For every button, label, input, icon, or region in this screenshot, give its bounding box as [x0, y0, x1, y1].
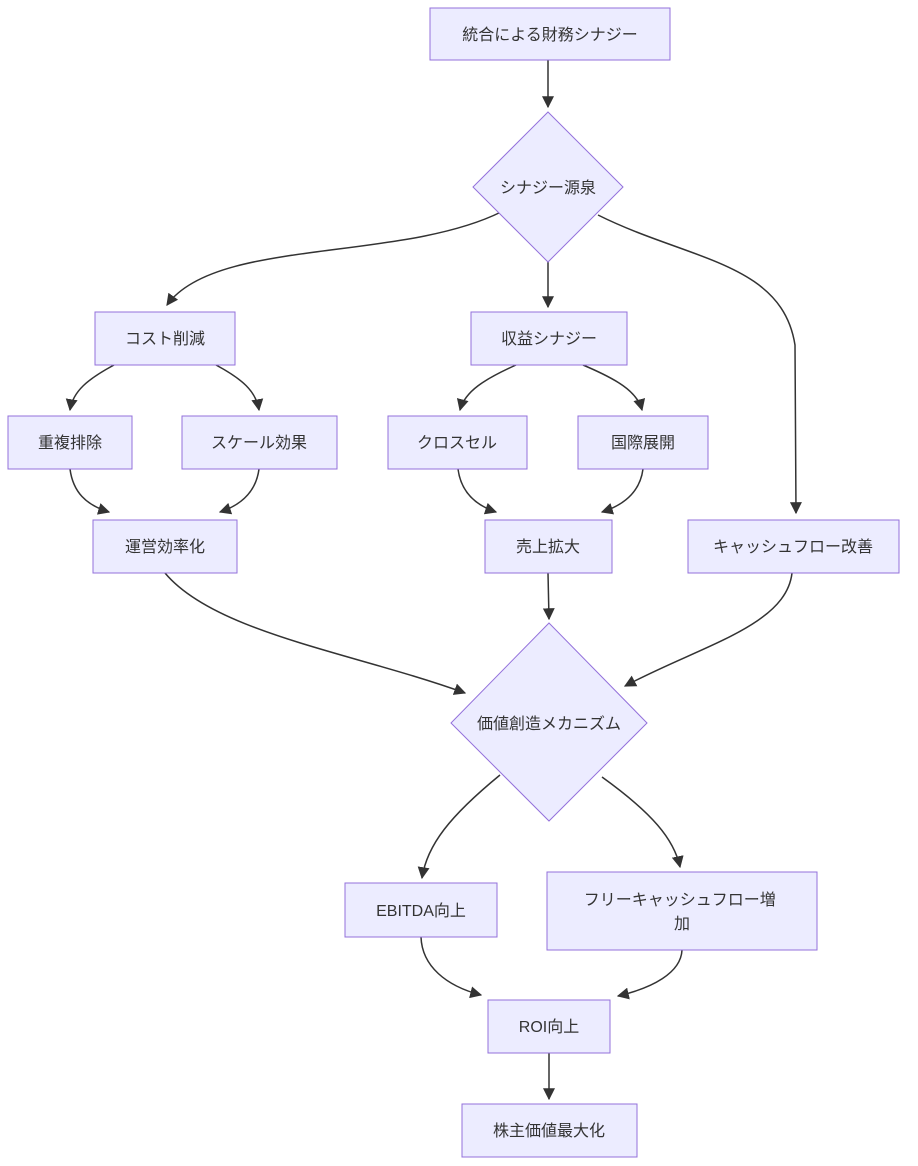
- node-international-expansion-label: 国際展開: [611, 434, 675, 452]
- edge-cash-flow-improvement-to-value-creation: [623, 572, 793, 687]
- node-cash-flow-improvement-label: キャッシュフロー改善: [713, 538, 873, 556]
- node-operational-efficiency: 運営効率化: [92, 519, 238, 574]
- edge-scale-effect-to-operational-efficiency: [218, 468, 260, 515]
- edge-layer: [65, 60, 802, 1101]
- node-cross-sell-box: [387, 415, 528, 470]
- edge-ebitda-improvement-to-roi-improvement: [420, 936, 483, 999]
- node-cross-sell: クロスセル: [387, 415, 528, 470]
- node-fcf-increase: フリーキャッシュフロー増 加: [546, 871, 818, 951]
- node-roi-improvement-box: [487, 999, 611, 1054]
- node-cost-reduction-label: コスト削減: [125, 330, 205, 348]
- edge-synergy-source-to-cash-flow-improvement: [597, 214, 802, 515]
- node-fcf-increase-label: フリーキャッシュフロー増 加: [584, 891, 780, 933]
- node-value-creation-diamond: [450, 622, 648, 822]
- edge-cross-sell-to-sales-expansion: [457, 468, 498, 515]
- node-value-creation-label: 価値創造メカニズム: [477, 715, 621, 733]
- node-financial-synergy-label: 統合による財務シナジー: [462, 26, 638, 44]
- node-operational-efficiency-label: 運営効率化: [125, 538, 205, 556]
- edge-value-creation-to-ebitda-improvement: [417, 774, 501, 880]
- node-scale-effect: スケール効果: [181, 415, 338, 470]
- node-duplicate-elimination-box: [7, 415, 133, 470]
- node-ebitda-improvement: EBITDA向上: [344, 882, 498, 938]
- node-ebitda-improvement-label: EBITDA向上: [376, 902, 466, 920]
- node-revenue-synergy-label: 収益シナジー: [501, 330, 597, 348]
- node-revenue-synergy-box: [470, 311, 628, 366]
- node-shareholder-value: 株主価値最大化: [461, 1103, 638, 1158]
- node-shareholder-value-label: 株主価値最大化: [493, 1122, 605, 1140]
- node-synergy-source-diamond: [472, 111, 624, 263]
- node-synergy-source: シナジー源泉: [472, 111, 624, 263]
- node-international-expansion-box: [577, 415, 709, 470]
- node-scale-effect-label: スケール効果: [211, 434, 307, 452]
- node-financial-synergy-box: [429, 7, 671, 61]
- node-scale-effect-box: [181, 415, 338, 470]
- edge-international-expansion-to-sales-expansion: [600, 468, 644, 515]
- edge-cost-reduction-to-scale-effect: [215, 364, 264, 412]
- node-value-creation: 価値創造メカニズム: [450, 622, 648, 822]
- node-sales-expansion-label: 売上拡大: [516, 538, 580, 556]
- node-cash-flow-improvement-box: [687, 519, 900, 574]
- node-cross-sell-label: クロスセル: [417, 434, 497, 452]
- node-ebitda-improvement-box: [344, 882, 498, 938]
- node-shareholder-value-box: [461, 1103, 638, 1158]
- node-sales-expansion: 売上拡大: [484, 519, 613, 574]
- edge-operational-efficiency-to-value-creation: [164, 572, 467, 695]
- edge-fcf-increase-to-roi-improvement: [616, 949, 683, 1000]
- node-roi-improvement: ROI向上: [487, 999, 611, 1054]
- node-operational-efficiency-box: [92, 519, 238, 574]
- node-sales-expansion-box: [484, 519, 613, 574]
- node-synergy-source-label: シナジー源泉: [500, 179, 596, 197]
- node-duplicate-elimination-label: 重複排除: [38, 434, 102, 452]
- edge-synergy-source-to-cost-reduction: [166, 211, 502, 306]
- edge-sales-expansion-to-value-creation: [542, 572, 555, 621]
- node-cost-reduction: コスト削減: [94, 311, 236, 366]
- node-duplicate-elimination: 重複排除: [7, 415, 133, 470]
- edge-duplicate-elimination-to-operational-efficiency: [69, 468, 111, 515]
- edge-value-creation-to-fcf-increase: [601, 776, 684, 869]
- edge-cost-reduction-to-duplicate-elimination: [65, 364, 115, 412]
- edge-revenue-synergy-to-international-expansion: [582, 364, 646, 412]
- node-cash-flow-improvement: キャッシュフロー改善: [687, 519, 900, 574]
- node-financial-synergy: 統合による財務シナジー: [429, 7, 671, 61]
- edge-revenue-synergy-to-cross-sell: [456, 364, 517, 412]
- node-revenue-synergy: 収益シナジー: [470, 311, 628, 366]
- node-fcf-increase-box: [546, 871, 818, 951]
- node-cost-reduction-box: [94, 311, 236, 366]
- node-roi-improvement-label: ROI向上: [519, 1018, 579, 1036]
- node-international-expansion: 国際展開: [577, 415, 709, 470]
